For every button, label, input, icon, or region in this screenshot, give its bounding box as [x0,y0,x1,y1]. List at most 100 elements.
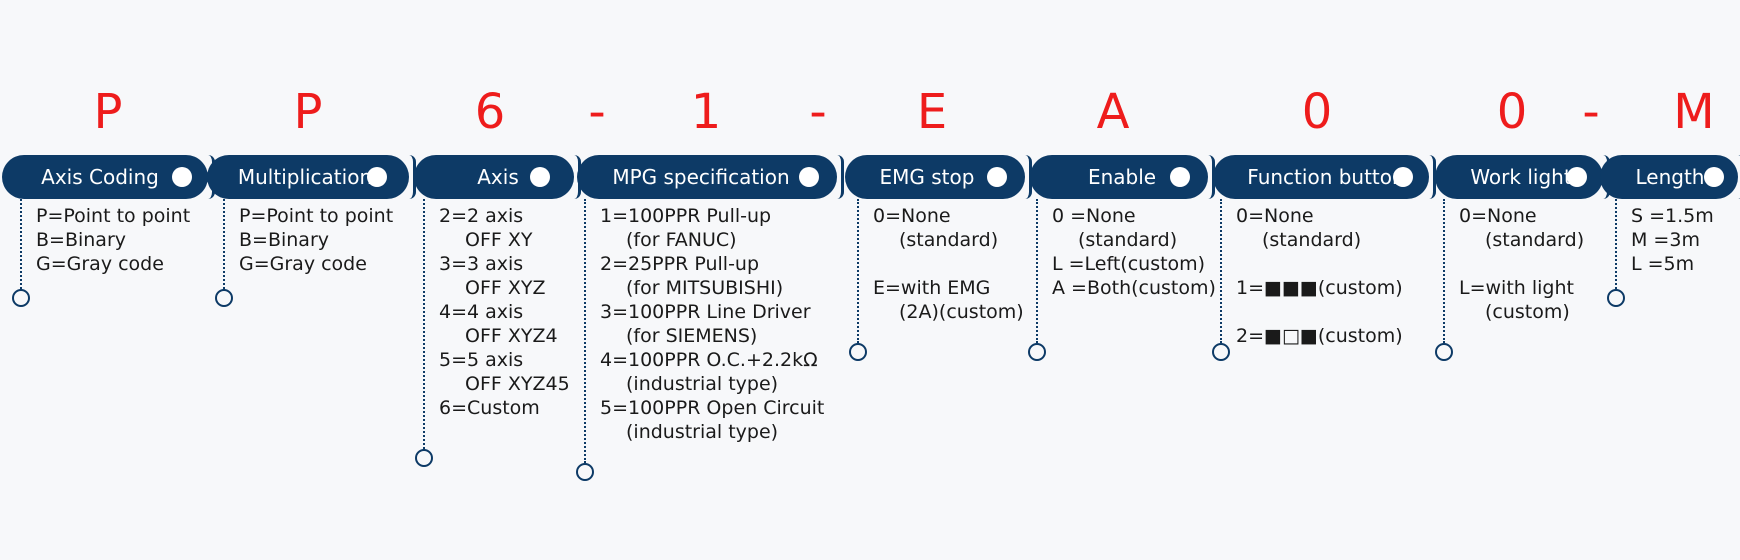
connector-line [584,199,586,463]
connector-line [1443,199,1445,343]
option-code: 0=None [1459,205,1537,227]
connector-node-icon [12,289,30,307]
connector-node-icon [215,289,233,307]
option-code: 2=25PPR Pull-up [600,253,760,275]
option-item: L =Left(custom) [1052,252,1205,276]
connector-node-icon [849,343,867,361]
section-header-axis: Axis [414,155,581,199]
header-dot-icon [1704,167,1724,187]
option-code: L =5m [1631,253,1695,275]
option-item: S =1.5m [1631,204,1714,228]
code-character: 1 [690,84,722,140]
option-code: P=Point to point [36,205,191,227]
header-dot-icon [172,167,192,187]
section-label: Axis Coding [41,165,159,189]
option-detail: (standard) [1262,229,1362,251]
section-header-work-light: Work light [1435,155,1610,199]
option-detail: (industrial type) [626,421,779,443]
section-label: Multiplication [237,165,373,189]
option-code: 0=None [873,205,951,227]
connector-line [223,199,225,289]
section-label: Length [1635,165,1705,189]
section-label: Work light [1470,165,1572,189]
connector-node-icon [576,463,594,481]
option-item: 0=None(standard) [873,204,998,252]
connector-line [423,199,425,449]
option-item: 0=None(standard) [1459,204,1584,252]
option-item: G=Gray code [239,252,367,276]
option-item: 1=100PPR Pull-up(for FANUC) [600,204,771,252]
connector-line [1615,199,1617,289]
option-item: 0 =None(standard) [1052,204,1177,252]
option-code: 2=2 axis [439,205,524,227]
connector-line [1220,199,1222,343]
option-code: 5=5 axis [439,349,524,371]
header-dot-icon [987,167,1007,187]
connector-line [20,199,22,289]
option-code: E=with EMG [873,277,991,299]
code-character: A [1096,84,1130,140]
section-label: Enable [1087,165,1157,189]
option-detail: (for FANUC) [626,229,737,251]
option-detail: (custom) [1485,301,1570,323]
option-code: B=Binary [36,229,127,251]
option-code: 2=■□■(custom) [1236,325,1403,347]
option-item: 2=25PPR Pull-up(for MITSUBISHI) [600,252,783,300]
option-detail: (standard) [1078,229,1178,251]
section-header-enable: Enable [1030,155,1215,199]
option-code: 6=Custom [439,397,540,419]
option-item: L =5m [1631,252,1694,276]
header-dot-icon [799,167,819,187]
option-item: B=Binary [36,228,126,252]
option-detail: (standard) [899,229,999,251]
option-code: 3=3 axis [439,253,524,275]
connector-node-icon [415,449,433,467]
option-item: 5=100PPR Open Circuit(industrial type) [600,396,824,444]
section-label: Axis [477,165,519,189]
section-label: Function button [1247,165,1405,189]
section-header-multiplication: Multiplication [207,155,416,199]
option-detail: OFF XY [465,229,533,251]
code-character: P [293,84,323,140]
option-item: G=Gray code [36,252,164,276]
option-code: 1=100PPR Pull-up [600,205,772,227]
option-code: 4=4 axis [439,301,524,323]
section-header-length: Length [1600,155,1738,199]
option-code: B=Binary [239,229,330,251]
option-item: A =Both(custom) [1052,276,1216,300]
option-detail: (for MITSUBISHI) [626,277,784,299]
option-code: P=Point to point [239,205,394,227]
option-item: B=Binary [239,228,329,252]
option-code: A =Both(custom) [1052,277,1216,299]
option-code: 3=100PPR Line Driver [600,301,811,323]
code-character: 0 [1301,84,1333,140]
section-label: MPG specification [612,165,790,189]
option-code: 0 =None [1052,205,1136,227]
option-code: L=with light [1459,277,1574,299]
option-detail: OFF XYZ [465,277,546,299]
header-dot-icon [1170,167,1190,187]
connector-node-icon [1028,343,1046,361]
option-detail: OFF XYZ4 [465,325,558,347]
connector-node-icon [1435,343,1453,361]
option-code: 5=100PPR Open Circuit [600,397,825,419]
option-item: L=with light(custom) [1459,276,1574,324]
connector-line [857,199,859,343]
option-item: 2=■□■(custom) [1236,324,1403,348]
option-code: 1=■■■(custom) [1236,277,1403,299]
code-separator: - [1582,84,1600,140]
option-item: 4=100PPR O.C.+2.2kΩ(industrial type) [600,348,818,396]
option-item: 0=None(standard) [1236,204,1361,252]
code-separator: - [809,84,827,140]
section-header-axis-coding: Axis Coding [2,155,215,199]
option-code: L =Left(custom) [1052,253,1206,275]
option-code: 4=100PPR O.C.+2.2kΩ [600,349,818,371]
code-character: E [916,84,948,140]
option-item: 6=Custom [439,396,540,420]
section-header-function-button: Function button [1213,155,1436,199]
